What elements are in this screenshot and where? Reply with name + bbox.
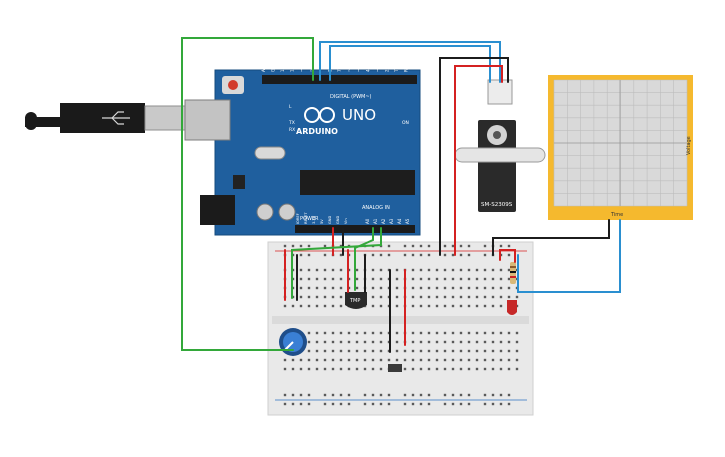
analog-label: ANALOG IN xyxy=(362,205,390,211)
digital-pin-label: ~6 xyxy=(347,66,352,72)
analog-pin-label: A3 xyxy=(389,218,394,224)
wire-black-servo[interactable] xyxy=(439,57,509,256)
digital-pin-label: ~3 xyxy=(375,66,380,72)
oscilloscope[interactable]: Time Voltage xyxy=(548,75,693,220)
servo-label: SM-S2309S xyxy=(481,202,513,208)
wire-black-scope[interactable] xyxy=(492,219,610,256)
wire-green-a1[interactable] xyxy=(291,227,382,299)
analog-pin-label: A4 xyxy=(397,218,402,224)
digital-pin-label: 2 xyxy=(385,69,390,72)
scope-x-label: Time xyxy=(610,212,623,218)
wire-blue-signal[interactable] xyxy=(319,41,501,83)
analog-pin-label: A2 xyxy=(381,218,386,224)
temperature-sensor[interactable]: TMP xyxy=(345,292,367,309)
microcontroller-chip xyxy=(300,170,415,195)
digital-pin-label: 13 xyxy=(280,66,285,72)
analog-pin-label: A5 xyxy=(405,218,410,224)
wire-blue-servo[interactable] xyxy=(329,45,491,83)
wire-red-servo[interactable] xyxy=(454,65,503,256)
digital-pin-label: GND xyxy=(271,63,276,72)
power-pin-label: IOREF xyxy=(296,213,300,224)
sensor-label: TMP xyxy=(349,298,360,304)
arduino-board[interactable]: ARDUINO UNO DIGITAL (PWM~) POWER ANALOG … xyxy=(184,61,421,236)
usb-icon xyxy=(102,111,130,125)
digital-pin-label: 4 xyxy=(366,69,371,72)
regulator xyxy=(233,175,245,189)
reset-button-cap xyxy=(228,80,238,90)
power-pin-label: 5V xyxy=(320,219,324,224)
tx-label: TX xyxy=(288,120,295,126)
servo-motor[interactable]: SM-S2309S xyxy=(454,79,546,212)
digital-pin-label: RX 0 xyxy=(404,62,409,72)
digital-pin-label: AREF xyxy=(261,61,266,72)
rx-label: RX xyxy=(289,127,295,133)
brand-label: ARDUINO xyxy=(296,127,338,136)
on-label: ON xyxy=(402,120,409,126)
digital-pin-label: ~11 xyxy=(299,63,304,72)
digital-pin-label: ~5 xyxy=(356,66,361,72)
analog-pin-label: A0 xyxy=(365,218,370,224)
slide-switch[interactable] xyxy=(388,364,402,372)
analog-pin-label: A1 xyxy=(373,218,378,224)
power-pin-label: GND xyxy=(336,216,340,224)
potentiometer[interactable] xyxy=(279,328,307,356)
power-analog-header[interactable] xyxy=(295,225,415,233)
digital-header[interactable] xyxy=(262,75,417,84)
wire-blue-scope[interactable] xyxy=(517,219,621,293)
resistor[interactable] xyxy=(510,262,516,284)
power-pin-label: RESET xyxy=(304,212,308,224)
wire-green-a0[interactable] xyxy=(354,227,374,291)
usb-cable[interactable] xyxy=(25,103,186,133)
wire-green-pin[interactable] xyxy=(181,37,314,351)
wire-red-resistor[interactable] xyxy=(499,249,516,263)
red-led[interactable] xyxy=(507,300,517,315)
scope-grid xyxy=(553,79,688,207)
capacitor xyxy=(256,203,274,221)
power-jack xyxy=(200,195,235,225)
breadboard[interactable] xyxy=(267,241,534,416)
capacitor xyxy=(278,203,296,221)
scope-y-label: Voltage xyxy=(686,136,692,155)
usb-port xyxy=(184,99,231,141)
power-pin-label: Vin xyxy=(344,218,348,224)
power-pin-label: 3.3V xyxy=(312,215,316,224)
l-led-label: L xyxy=(289,104,292,110)
digital-pin-label: TX 1 xyxy=(394,63,399,73)
power-label: POWER xyxy=(300,216,319,222)
digital-pin-label: 7 xyxy=(337,69,342,72)
power-pin-label: GND xyxy=(328,216,332,224)
digital-pin-label: 12 xyxy=(290,66,295,72)
digital-pin-label: ~10 xyxy=(309,63,314,72)
digital-label: DIGITAL (PWM~) xyxy=(330,94,372,100)
model-label: UNO xyxy=(342,106,376,124)
arduino-logo: ARDUINO UNO xyxy=(296,106,376,136)
crystal xyxy=(254,146,286,160)
